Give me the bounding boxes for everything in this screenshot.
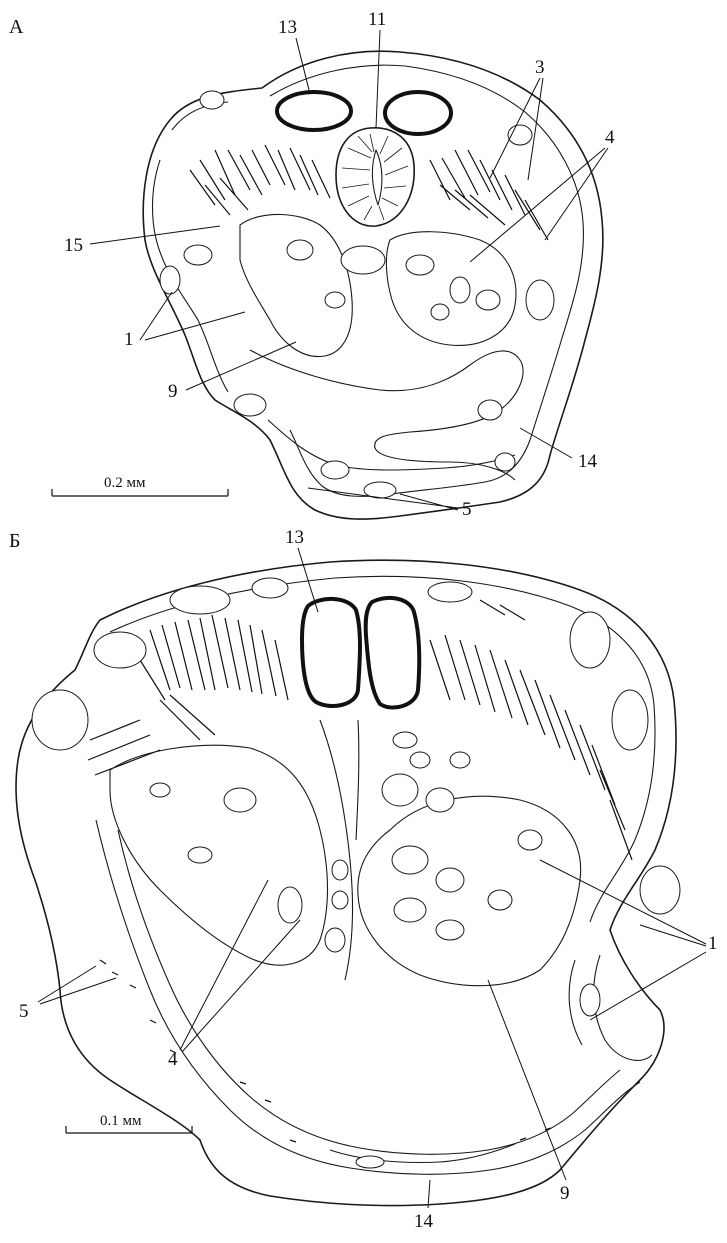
panel-a-label-3: 3 bbox=[535, 58, 545, 77]
panel-b-body-wall-outer bbox=[96, 820, 640, 1174]
panel-b-label-13: 13 bbox=[285, 528, 304, 547]
panel-a-muscle-left bbox=[190, 145, 330, 215]
panel-a-nerve-cord-left bbox=[277, 92, 351, 130]
panel-a-lobe-left bbox=[240, 214, 352, 356]
panel-b-label-1: 1 bbox=[708, 934, 718, 953]
panel-b-scale-label: 0.1 мм bbox=[100, 1112, 141, 1131]
panel-a-label-11: 11 bbox=[368, 10, 386, 29]
panel-b-body-wall-inner bbox=[118, 830, 620, 1154]
panel-b-drawing bbox=[16, 548, 706, 1208]
panel-a-label-4: 4 bbox=[605, 128, 615, 147]
panel-a-label-1: 1 bbox=[124, 330, 134, 349]
panel-b-nerve-cord-left bbox=[302, 599, 360, 706]
panel-a-scale-label: 0.2 мм bbox=[104, 474, 145, 493]
panel-a-label-14: 14 bbox=[578, 452, 597, 471]
panel-a-drawing bbox=[52, 30, 608, 519]
panel-b-label-5: 5 bbox=[19, 1002, 29, 1021]
panel-b-label-4: 4 bbox=[168, 1050, 178, 1069]
panel-b-lobe-right bbox=[358, 796, 581, 985]
panel-a-pharynx-lumen bbox=[372, 150, 382, 205]
panel-a-pharynx bbox=[336, 128, 414, 226]
panel-b-nerve-cord-right bbox=[366, 598, 420, 708]
panel-b-label-9: 9 bbox=[560, 1184, 570, 1203]
panel-a-nerve-cord-right bbox=[385, 92, 451, 134]
panel-b-letter: Б bbox=[9, 532, 20, 551]
panel-b-lobe-left bbox=[110, 745, 328, 965]
panel-a-label-5: 5 bbox=[462, 500, 472, 519]
panel-a-label-15: 15 bbox=[64, 236, 83, 255]
panel-a-letter: А bbox=[9, 18, 23, 37]
panel-b-label-14: 14 bbox=[414, 1212, 433, 1231]
panel-a-label-13: 13 bbox=[278, 18, 297, 37]
panel-a-pharynx-radials bbox=[342, 134, 408, 220]
panel-a-label-9: 9 bbox=[168, 382, 178, 401]
